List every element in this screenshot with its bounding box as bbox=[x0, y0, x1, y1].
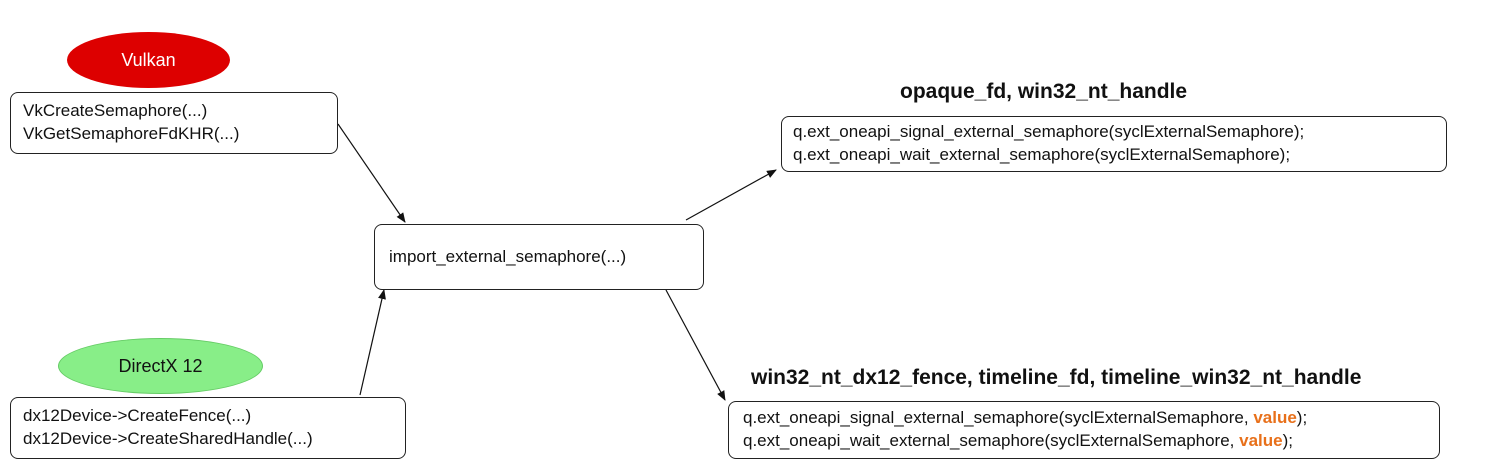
timeline-wait-prefix: q.ext_oneapi_wait_external_semaphore(syc… bbox=[743, 431, 1240, 450]
vulkan-badge: Vulkan bbox=[67, 32, 230, 88]
timeline-wait-value: value bbox=[1239, 431, 1283, 450]
timeline-signal-value: value bbox=[1253, 408, 1297, 427]
arrow-import-to-binary bbox=[685, 169, 777, 221]
timeline-types-heading: win32_nt_dx12_fence, timeline_fd, timeli… bbox=[751, 366, 1362, 389]
timeline-calls-box: q.ext_oneapi_signal_external_semaphore(s… bbox=[728, 401, 1440, 459]
vulkan-calls-box: VkCreateSemaphore(...) VkGetSemaphoreFdK… bbox=[10, 92, 338, 154]
vulkan-call-create: VkCreateSemaphore(...) bbox=[23, 101, 208, 120]
binary-types-heading: opaque_fd, win32_nt_handle bbox=[900, 80, 1188, 103]
binary-signal-call: q.ext_oneapi_signal_external_semaphore(s… bbox=[793, 122, 1305, 141]
binary-calls-box: q.ext_oneapi_signal_external_semaphore(s… bbox=[781, 116, 1447, 172]
timeline-wait-call: q.ext_oneapi_wait_external_semaphore(syc… bbox=[743, 429, 1425, 452]
timeline-wait-suffix: ); bbox=[1282, 431, 1293, 450]
directx-calls-box: dx12Device->CreateFence(...) dx12Device-… bbox=[10, 397, 406, 459]
vulkan-call-getfd: VkGetSemaphoreFdKHR(...) bbox=[23, 124, 240, 143]
vulkan-label: Vulkan bbox=[121, 49, 176, 70]
binary-wait-call: q.ext_oneapi_wait_external_semaphore(syc… bbox=[793, 145, 1291, 164]
arrow-import-to-timeline bbox=[665, 289, 726, 401]
directx-call-createfence: dx12Device->CreateFence(...) bbox=[23, 406, 252, 425]
arrow-vulkan-to-import bbox=[337, 123, 406, 223]
import-semaphore-box: import_external_semaphore(...) bbox=[374, 224, 704, 290]
timeline-signal-suffix: ); bbox=[1296, 408, 1308, 427]
import-semaphore-label: import_external_semaphore(...) bbox=[389, 247, 627, 266]
arrow-directx-to-import bbox=[359, 289, 386, 396]
timeline-signal-prefix: q.ext_oneapi_signal_external_semaphore(s… bbox=[743, 408, 1254, 427]
directx-badge: DirectX 12 bbox=[58, 338, 263, 394]
timeline-signal-call: q.ext_oneapi_signal_external_semaphore(s… bbox=[743, 406, 1425, 429]
directx-call-sharedhandle: dx12Device->CreateSharedHandle(...) bbox=[23, 429, 313, 448]
directx-label: DirectX 12 bbox=[118, 355, 203, 376]
